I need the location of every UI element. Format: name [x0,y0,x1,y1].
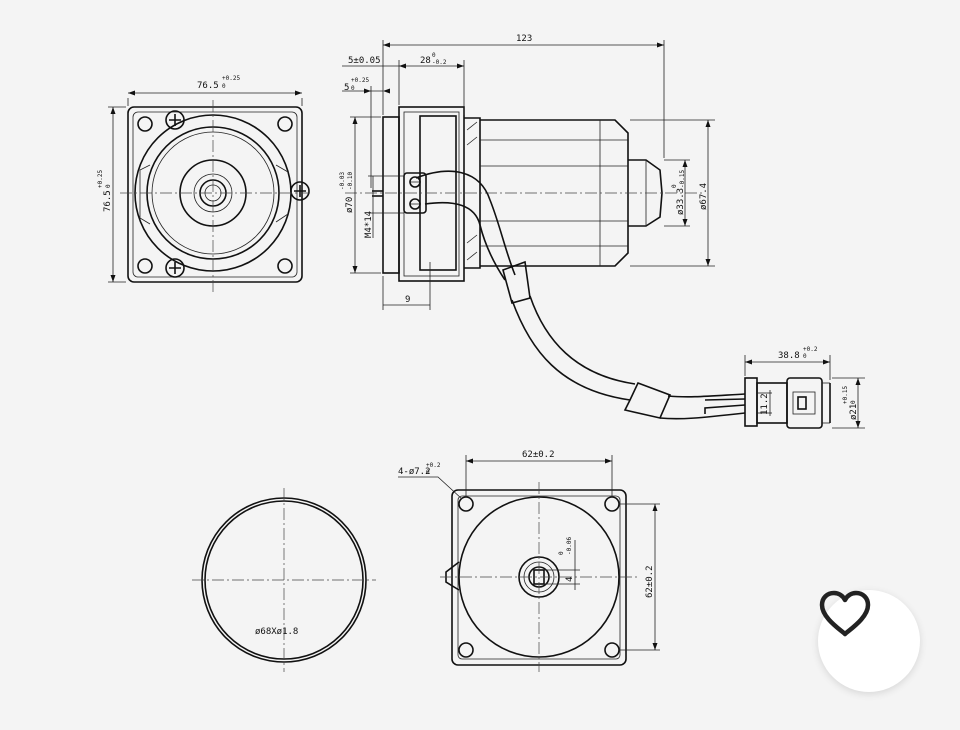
dim-mounting-holes: 4-ø7.2 [398,467,431,477]
dim-key-width: 4 [565,577,575,582]
dim-flange-width-tol-top: +0.25 [222,75,240,82]
dim-pilot-diameter: ø70 [345,197,355,213]
cable [415,170,746,420]
dim-connector-diameter-tol-bot: 0 [850,400,857,404]
dim-connector-length-tol-top: +0.2 [803,346,818,353]
dim-flange-height-tol-bot: 0 [105,184,112,188]
dim-shaft-depth: 28 [420,56,431,66]
cover-view: ø68Xø1.8 [192,488,376,672]
dim-screw: M4*14 [364,211,374,238]
dim-connector-length-tol-bot: 0 [803,353,807,360]
rear-flange-view: 62±0.2 62±0.2 4-ø7.2 +0.2 0 4 0 -0.06 [398,450,660,672]
dim-cable-offset: 9 [405,295,410,305]
dim-pilot-tol-bot: 0 [351,85,355,92]
dim-flange-height-tol-top: +0.25 [97,170,104,188]
favorite-button[interactable] [818,590,920,692]
dim-key-width-tol-top: 0 [558,551,565,555]
dim-overall-length: 123 [516,34,532,44]
dim-boss-diameter-tol-top: 0 [671,184,678,188]
dim-hole-spacing-horizontal: 62±0.2 [522,450,555,460]
dim-flange-width: 76.5 [197,81,219,91]
dim-boss-diameter-tol-bot: -0.15 [679,170,686,188]
dim-flange-height: 76.5 [103,190,113,212]
dim-cover-diameter: ø68Xø1.8 [255,627,298,637]
dim-pilot-diameter-tol-bot: -0.10 [347,172,354,190]
dim-flange-width-tol-bot: 0 [222,83,226,90]
dim-mounting-holes-tol-top: +0.2 [426,462,441,469]
dim-shaft-depth-tol-bot: -0.2 [432,59,447,66]
dim-connector-diameter: ø21 [849,404,859,420]
dim-key-width-tol-bot: -0.06 [566,537,573,555]
dim-boss-diameter: ø33.3 [676,188,686,215]
connector: 38.8 +0.2 0 11.2 ø21 +0.15 0 [744,346,865,429]
dim-pilot: 5 [344,83,349,93]
side-view: 123 5±0.05 28 0 -0.2 5 +0.25 0 ø70 -0.03… [339,34,715,310]
dim-pilot-diameter-tol-top: -0.03 [339,172,346,190]
dim-offset: 5±0.05 [348,56,381,66]
dim-connector-height: 11.2 [760,393,770,415]
dim-shaft-depth-tol-top: 0 [432,52,436,59]
dim-mounting-holes-tol-bot: 0 [426,469,430,476]
dim-connector-length: 38.8 [778,351,800,361]
dim-connector-diameter-tol-top: +0.15 [842,386,849,404]
front-view: 76.5 +0.25 0 76.5 +0.25 0 [97,75,310,292]
dim-pilot-tol-top: +0.25 [351,77,369,84]
dim-body-diameter: ø67.4 [699,183,709,210]
dim-hole-spacing-vertical: 62±0.2 [645,565,655,598]
